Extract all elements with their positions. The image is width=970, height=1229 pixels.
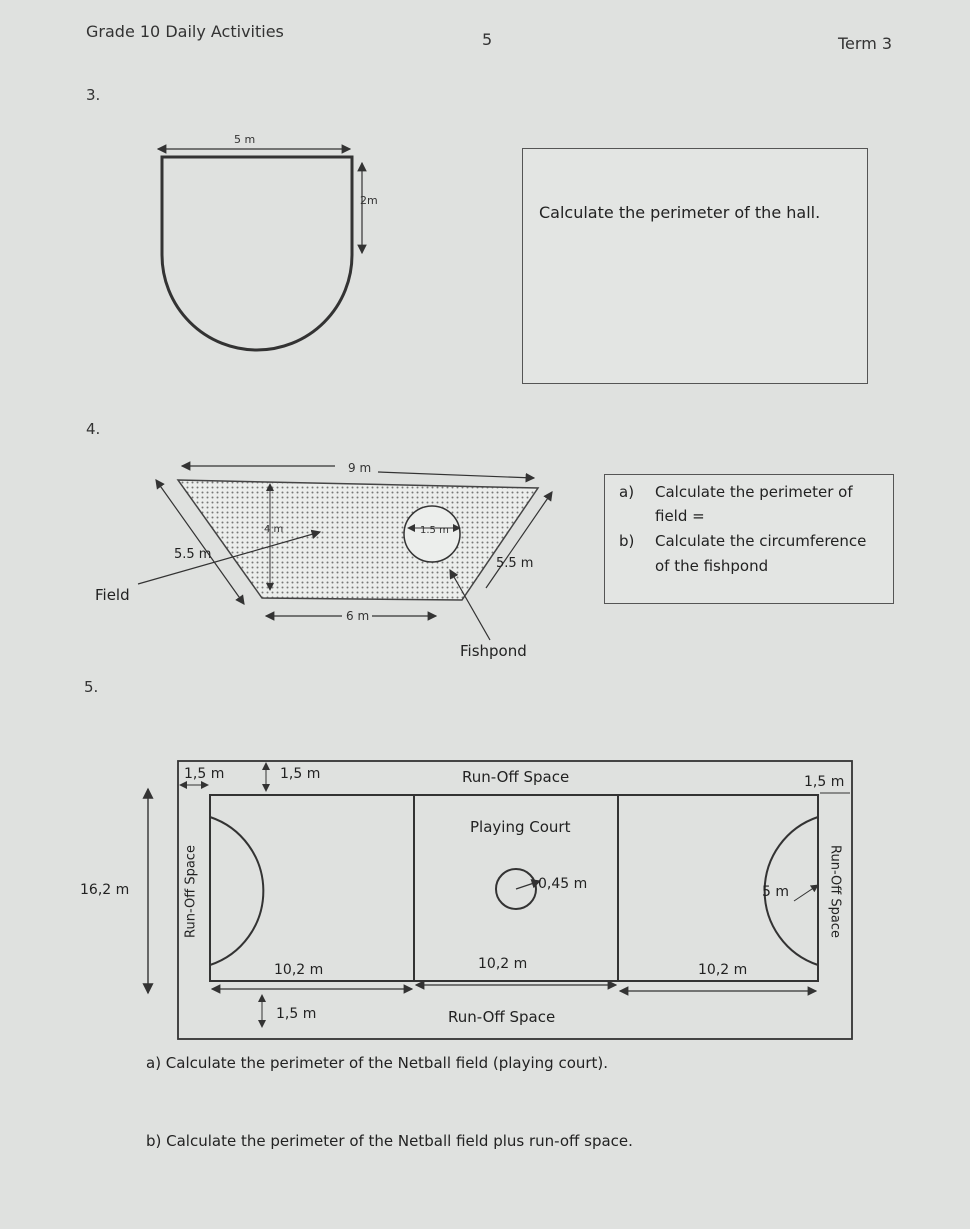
right-goal-arc xyxy=(763,816,819,966)
hall-height-label: 2m xyxy=(360,194,378,207)
field-diagram: 9 m 4 m 1.5 m 5.5 m 5.5 m 6 m xyxy=(137,461,553,641)
top-arrow-right xyxy=(377,471,536,483)
q4-part-b-letter: b) xyxy=(619,532,635,550)
center-radius-arrow xyxy=(515,879,542,890)
field-label: Field xyxy=(95,586,130,604)
third-1-label: 10,2 m xyxy=(274,962,324,978)
run-off-bottom-label: Run-Off Space xyxy=(448,1008,556,1026)
q4-part-b-line1: Calculate the circumference xyxy=(655,532,867,550)
left-side-label: 5.5 m xyxy=(174,547,211,562)
field-trapezium xyxy=(176,479,540,601)
top-left-runoff-label: 1,5 m xyxy=(184,766,225,782)
top-mid-runoff-label: 1,5 m xyxy=(280,766,321,782)
page-number: 5 xyxy=(482,30,493,49)
run-off-left-label: Run-Off Space xyxy=(183,845,199,938)
fishpond-label: Fishpond xyxy=(460,642,527,660)
fishpond-circle xyxy=(403,505,461,563)
q5-part-b: b) Calculate the perimeter of the Netbal… xyxy=(146,1132,633,1150)
height-label: 4 m xyxy=(264,524,283,535)
netball-diagram xyxy=(142,760,853,1040)
run-off-right-label: Run-Off Space xyxy=(827,845,843,938)
third-3-label: 10,2 m xyxy=(698,962,748,978)
question-4-number: 4. xyxy=(86,420,101,438)
q5-part-a: a) Calculate the perimeter of the Netbal… xyxy=(146,1054,609,1072)
q4-answer-box: a) Calculate the perimeter of field = b)… xyxy=(604,474,894,604)
hall-outline xyxy=(160,155,354,352)
header-term: Term 3 xyxy=(838,34,893,53)
radius-label: 1.5 m xyxy=(420,525,449,536)
center-radius-label: 0,45 m xyxy=(538,876,588,892)
q3-answer-box: Calculate the perimeter of the hall. xyxy=(522,148,868,384)
question-3-number: 3. xyxy=(86,86,101,104)
top-right-runoff-label: 1,5 m xyxy=(804,774,845,790)
outer-boundary xyxy=(177,760,853,1040)
left-side-arrow xyxy=(155,479,245,605)
q4-part-a-line2: field = xyxy=(655,507,705,525)
playing-court-label: Playing Court xyxy=(470,818,571,836)
third-2-label: 10,2 m xyxy=(478,956,528,972)
field-pointer xyxy=(137,529,322,585)
bottom-length-label: 6 m xyxy=(346,609,369,623)
q4-part-b-line2: of the fishpond xyxy=(655,557,769,575)
arc-radius-label: 5 m xyxy=(762,884,789,900)
right-side-arrow xyxy=(485,491,553,589)
top-length-label: 9 m xyxy=(348,461,371,475)
run-off-top-label: Run-Off Space xyxy=(462,768,570,786)
header-title: Grade 10 Daily Activities xyxy=(86,22,284,41)
right-side-label: 5.5 m xyxy=(496,556,533,571)
bottom-mid-runoff-label: 1,5 m xyxy=(276,1006,317,1022)
q4-part-a-line1: Calculate the perimeter of xyxy=(655,483,853,501)
arc-radius-arrow xyxy=(793,884,819,902)
center-circle xyxy=(495,868,537,910)
fishpond-pointer xyxy=(449,568,491,641)
hall-diagram: 5 m 2m xyxy=(156,133,378,352)
left-goal-arc xyxy=(209,816,265,966)
height-label: 16,2 m xyxy=(80,882,130,898)
q4-part-a-letter: a) xyxy=(619,483,635,501)
q3-prompt: Calculate the perimeter of the hall. xyxy=(539,203,821,222)
question-5-number: 5. xyxy=(84,678,99,696)
hall-width-label: 5 m xyxy=(234,133,255,146)
